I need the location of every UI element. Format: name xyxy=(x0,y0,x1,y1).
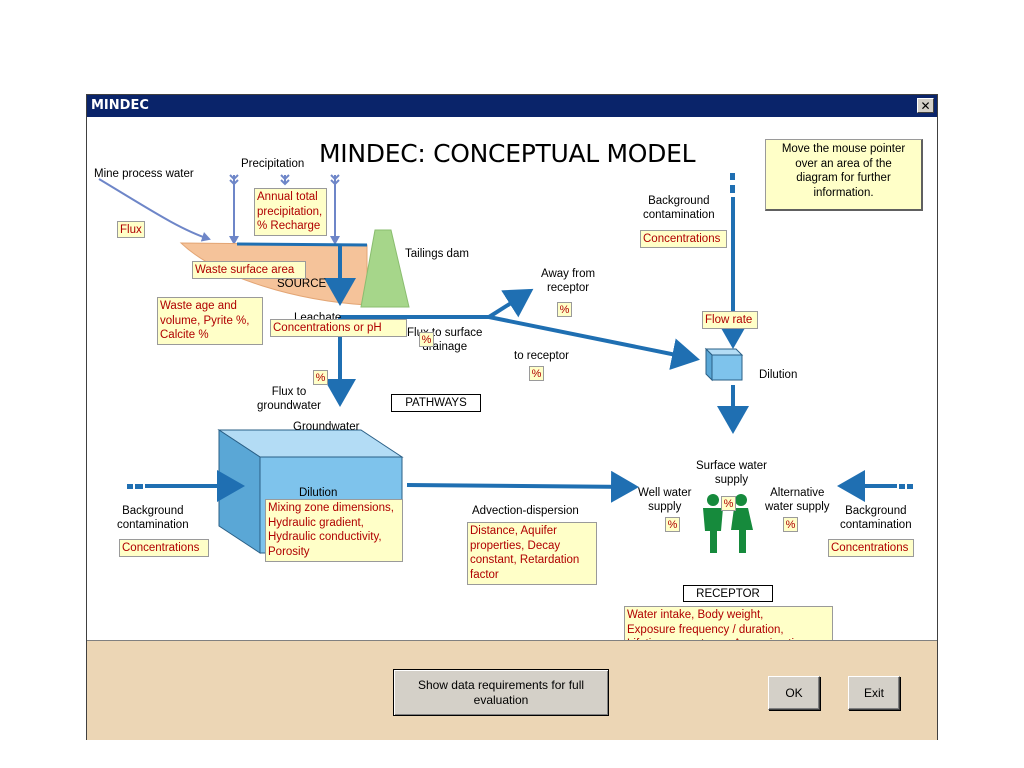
receptor-label: RECEPTOR xyxy=(683,585,773,602)
person-icon-female xyxy=(731,494,753,553)
background-contamination-left-label: Background contamination xyxy=(117,505,189,531)
diagram-canvas: MINDEC: CONCEPTUAL MODEL Move the mouse … xyxy=(89,119,935,654)
distance-aquifer-note[interactable]: Distance, Aquifer properties, Decay cons… xyxy=(467,522,597,585)
to-receptor-label: to receptor xyxy=(514,350,569,362)
mine-process-water-label: Mine process water xyxy=(94,168,194,180)
dilution-cube-small xyxy=(704,347,744,382)
person-icon xyxy=(703,494,723,553)
flow-rate-note[interactable]: Flow rate xyxy=(702,311,758,329)
percent-note[interactable]: % xyxy=(665,517,680,532)
background-contamination-right-label: Background contamination xyxy=(840,505,912,531)
mindec-window: MINDEC ✕ xyxy=(86,94,938,740)
percent-note[interactable]: % xyxy=(783,517,798,532)
waste-age-note[interactable]: Waste age and volume, Pyrite %, Calcite … xyxy=(157,297,263,345)
concentrations-ph-note[interactable]: Concentrations or pH xyxy=(270,319,407,337)
waste-surface-area-note[interactable]: Waste surface area xyxy=(192,261,306,279)
show-data-requirements-button[interactable]: Show data requirements for full evaluati… xyxy=(393,669,609,716)
precipitation-label: Precipitation xyxy=(241,158,305,170)
exit-button[interactable]: Exit xyxy=(848,676,900,710)
dilution-groundwater-label: Dilution xyxy=(299,487,338,499)
background-top-dashes xyxy=(730,173,735,193)
background-right-dashes xyxy=(899,484,913,489)
percent-note[interactable]: % xyxy=(529,366,544,381)
pathways-label: PATHWAYS xyxy=(391,394,481,412)
percent-note[interactable]: % xyxy=(419,332,434,347)
diagram-title: MINDEC: CONCEPTUAL MODEL xyxy=(319,139,696,168)
annual-precipitation-note[interactable]: Annual total precipitation, % Recharge xyxy=(254,188,327,236)
percent-note[interactable]: % xyxy=(557,302,572,317)
well-water-supply-label: Well water supply xyxy=(638,487,692,513)
tailings-dam-label: Tailings dam xyxy=(405,248,469,260)
concentrations-top-note[interactable]: Concentrations xyxy=(640,230,727,248)
ok-button[interactable]: OK xyxy=(768,676,820,710)
flux-note[interactable]: Flux xyxy=(117,221,145,238)
footer-panel: Show data requirements for full evaluati… xyxy=(87,640,937,740)
info-box: Move the mouse pointer over an area of t… xyxy=(765,139,923,211)
away-from-receptor-label: Away from receptor xyxy=(541,268,596,294)
concentrations-left-note[interactable]: Concentrations xyxy=(119,539,209,557)
percent-note[interactable]: % xyxy=(721,496,736,511)
surface-water-supply-label: Surface water supply xyxy=(696,460,767,486)
groundwater-label: Groundwater xyxy=(293,421,360,433)
flux-groundwater-label: Flux to groundwater xyxy=(257,386,321,412)
dilution-right-label: Dilution xyxy=(759,369,798,381)
window-title: MINDEC xyxy=(91,98,149,113)
diagram-graphics xyxy=(98,173,913,554)
close-icon[interactable]: ✕ xyxy=(917,98,934,113)
precipitation-arrows xyxy=(229,174,340,245)
concentrations-right-note[interactable]: Concentrations xyxy=(828,539,914,557)
percent-note[interactable]: % xyxy=(313,370,328,385)
advection-dispersion-label: Advection-dispersion xyxy=(472,505,579,517)
window-titlebar: MINDEC ✕ xyxy=(87,95,937,117)
background-left-dashes xyxy=(127,484,143,489)
source-label: SOURCE xyxy=(277,278,327,290)
alternative-water-supply-label: Alternative water supply xyxy=(765,487,830,513)
mine-process-water-arrow xyxy=(98,178,211,242)
mixing-zone-note[interactable]: Mixing zone dimensions, Hydraulic gradie… xyxy=(265,499,403,562)
tailings-dam-shape xyxy=(360,229,410,308)
background-contamination-top-label: Background contamination xyxy=(643,195,715,221)
